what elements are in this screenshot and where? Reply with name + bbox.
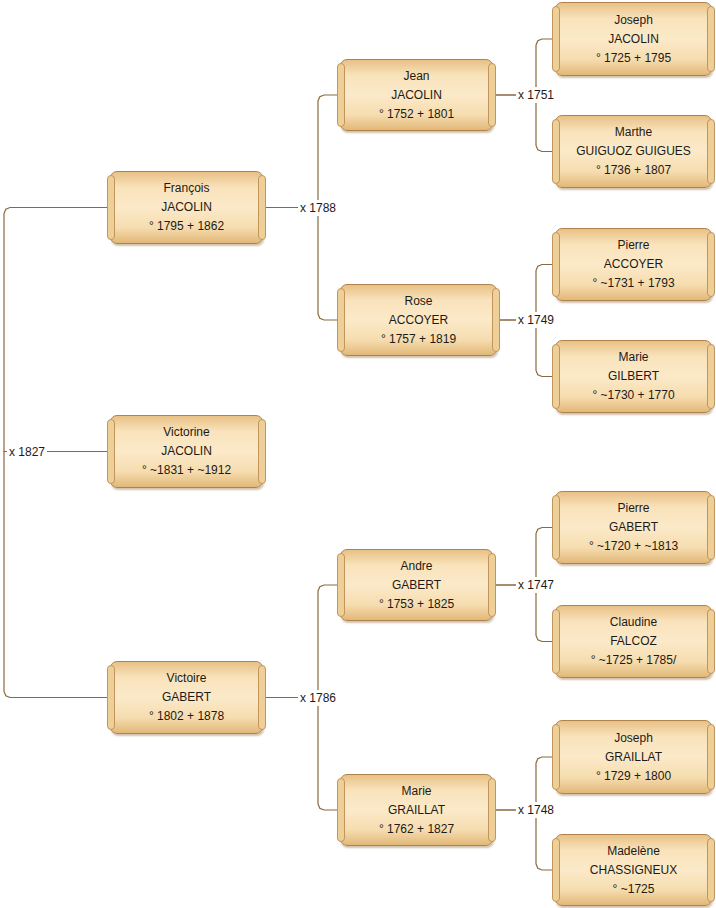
person-box: MadelèneCHASSIGNEUX° ~1725 [555,834,712,906]
family-name: JACOLIN [161,198,212,217]
parent-link [497,320,555,377]
person-box: VictorineJACOLIN° ~1831 + ~1912 [110,415,263,488]
person-box: JeanJACOLIN° 1752 + 1801 [340,59,493,131]
parent-link [493,585,555,642]
given-name: Marie [401,782,431,801]
marriage-label: x 1788 [298,200,338,216]
parent-link [263,95,340,208]
parent-link [493,810,555,870]
person-box: MartheGUIGUOZ GUIGUES° 1736 + 1807 [555,115,712,188]
parent-link [493,95,555,152]
marriage-label: x 1827 [7,444,47,460]
family-name: FALCOZ [610,632,657,651]
family-name: GABERT [609,518,658,537]
life-dates: ° 1752 + 1801 [379,105,454,124]
life-dates: ° ~1730 + 1770 [592,386,674,405]
person-box: AndreGABERT° 1753 + 1825 [340,549,493,621]
person-box: ClaudineFALCOZ° ~1725 + 1785/ [555,605,712,678]
person-box: PierreGABERT° ~1720 + ~1813 [555,491,712,564]
given-name: Marthe [615,123,652,142]
person-box: MarieGRAILLAT° 1762 + 1827 [340,774,493,846]
given-name: François [163,179,209,198]
parent-link [4,208,110,452]
life-dates: ° 1802 + 1878 [149,707,224,726]
given-name: Jean [403,67,429,86]
life-dates: ° ~1831 + ~1912 [142,461,231,480]
marriage-label: x 1749 [516,312,556,328]
given-name: Marie [618,348,648,367]
family-name: GRAILLAT [605,748,662,767]
family-name: ACCOYER [389,311,448,330]
family-name: JACOLIN [608,30,659,49]
family-name: CHASSIGNEUX [590,861,677,880]
parent-link [263,208,340,321]
life-dates: ° 1736 + 1807 [596,161,671,180]
parent-link [4,452,110,698]
given-name: Rose [404,292,432,311]
given-name: Claudine [610,613,657,632]
given-name: Victoire [167,669,207,688]
person-box: JosephJACOLIN° 1725 + 1795 [555,2,712,76]
life-dates: ° 1762 + 1827 [379,820,454,839]
given-name: Victorine [163,423,209,442]
marriage-label: x 1748 [516,802,556,818]
person-box: MarieGILBERT° ~1730 + 1770 [555,340,712,413]
person-box: PierreACCOYER° ~1731 + 1793 [555,228,712,301]
family-name: JACOLIN [161,442,212,461]
marriage-label: x 1747 [516,577,556,593]
person-box: VictoireGABERT° 1802 + 1878 [110,661,263,734]
marriage-label: x 1786 [298,690,338,706]
family-name: JACOLIN [391,86,442,105]
family-name: GRAILLAT [388,801,445,820]
given-name: Joseph [614,729,653,748]
family-name: GUIGUOZ GUIGUES [576,142,691,161]
person-box: FrançoisJACOLIN° 1795 + 1862 [110,171,263,244]
given-name: Joseph [614,11,653,30]
given-name: Madelène [607,842,660,861]
life-dates: ° ~1731 + 1793 [592,274,674,293]
marriage-label: x 1751 [516,87,556,103]
life-dates: ° 1753 + 1825 [379,595,454,614]
family-name: GILBERT [608,367,659,386]
life-dates: ° ~1720 + ~1813 [589,537,678,556]
family-name: GABERT [392,576,441,595]
life-dates: ° 1725 + 1795 [596,49,671,68]
life-dates: ° 1795 + 1862 [149,217,224,236]
life-dates: ° ~1725 + 1785/ [591,651,677,670]
given-name: Pierre [617,236,649,255]
person-box: RoseACCOYER° 1757 + 1819 [340,284,497,356]
parent-link [263,698,340,811]
life-dates: ° ~1725 [613,880,655,899]
family-name: GABERT [162,688,211,707]
person-box: JosephGRAILLAT° 1729 + 1800 [555,720,712,794]
given-name: Pierre [617,499,649,518]
life-dates: ° 1757 + 1819 [381,330,456,349]
family-name: ACCOYER [604,255,663,274]
parent-link [263,585,340,698]
life-dates: ° 1729 + 1800 [596,767,671,786]
given-name: Andre [400,557,432,576]
